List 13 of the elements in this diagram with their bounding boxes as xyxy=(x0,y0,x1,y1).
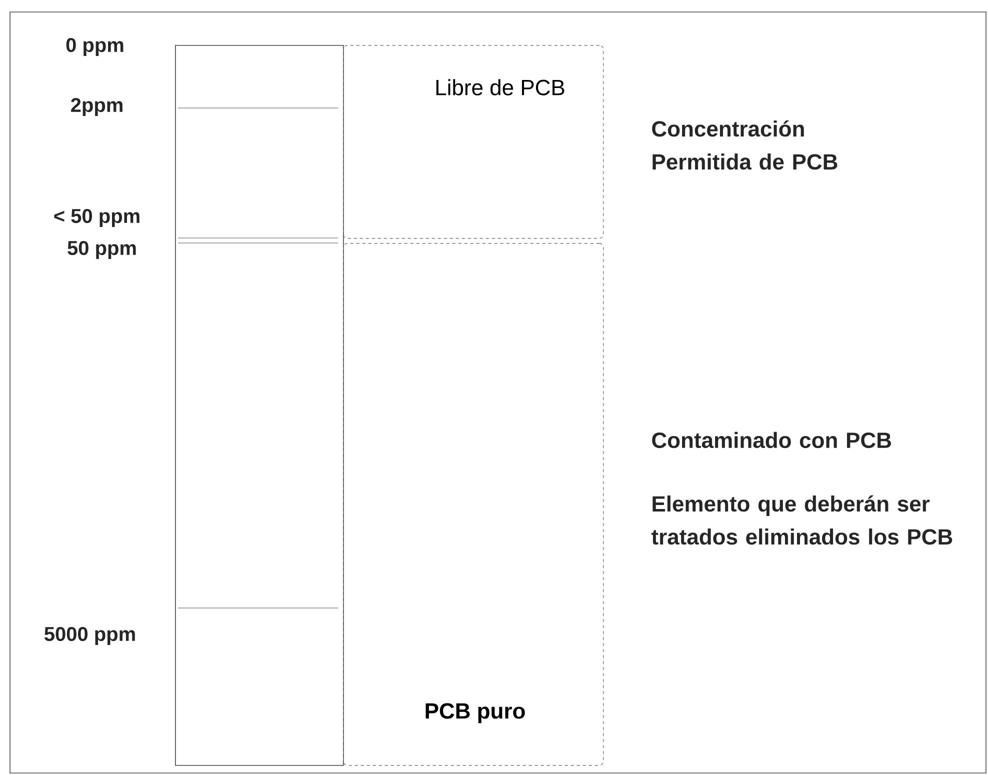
scale-label: < 50 ppm xyxy=(54,208,140,228)
region-label: Libre de PCB xyxy=(436,79,564,96)
scale-label: 5000 ppm xyxy=(44,626,135,646)
description: Elemento que deberán ser tratados eliminados los PCB xyxy=(651,495,952,545)
description: Contaminado con PCB xyxy=(652,432,891,448)
column-bar xyxy=(175,45,344,766)
scale-label: 0 ppm xyxy=(66,38,124,56)
description: Concentración Permitida de PCB xyxy=(652,120,838,170)
region-box xyxy=(343,45,604,239)
scale-label: 2ppm xyxy=(71,98,122,116)
region-label: PCB puro xyxy=(426,703,525,724)
region-box xyxy=(343,243,604,766)
scale-label: 50 ppm xyxy=(68,240,136,260)
